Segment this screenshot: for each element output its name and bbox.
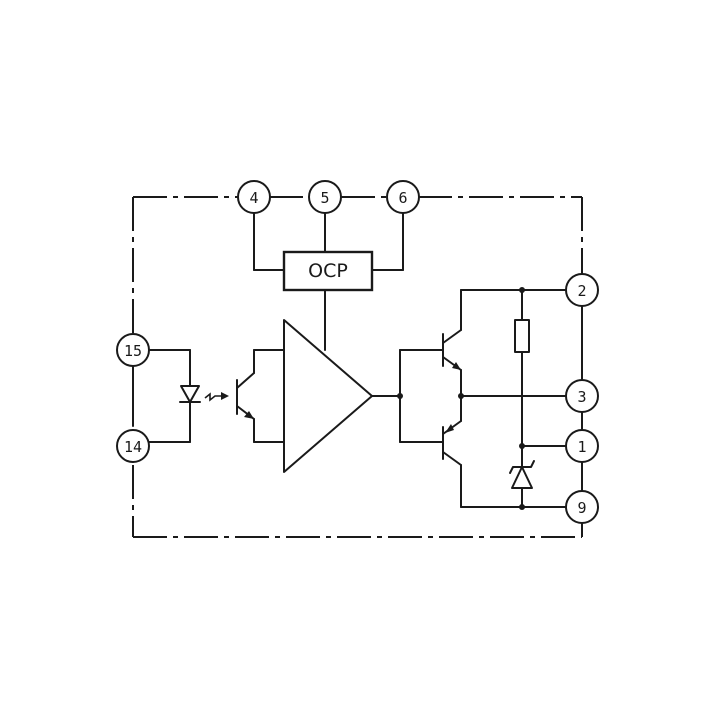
pin-15: 15 <box>116 333 150 367</box>
pin-2-label: 2 <box>577 282 586 300</box>
light-arrow-icon <box>204 392 223 402</box>
amplifier-triangle <box>283 319 373 473</box>
pin-14: 14 <box>116 429 150 463</box>
led <box>147 349 229 443</box>
pin-6-label: 6 <box>398 189 407 207</box>
pin-4-label: 4 <box>249 189 258 207</box>
amplifier <box>283 319 403 473</box>
pin-9-label: 9 <box>577 499 586 517</box>
ocp-label: OCP <box>308 260 348 282</box>
pin-1-label: 1 <box>577 438 586 456</box>
pin-1: 1 <box>565 429 599 463</box>
pin-5-label: 5 <box>320 189 329 207</box>
pin-6: 6 <box>386 180 420 214</box>
pin-2: 2 <box>565 273 599 307</box>
package-outline <box>132 196 583 538</box>
zener-triangle <box>511 466 533 489</box>
output-stage <box>399 289 568 508</box>
right-rail <box>460 287 583 510</box>
led-triangle <box>180 385 200 403</box>
pin-5: 5 <box>308 180 342 214</box>
ocp-box <box>282 250 374 292</box>
pin-15-label: 15 <box>124 342 142 360</box>
pin-3: 3 <box>565 379 599 413</box>
pin-3-label: 3 <box>577 388 586 406</box>
resistor <box>514 319 530 353</box>
ocp-block: OCP <box>253 212 404 351</box>
phototransistor <box>236 349 285 443</box>
pin-14-label: 14 <box>124 438 142 456</box>
pin-9: 9 <box>565 490 599 524</box>
pin-4: 4 <box>237 180 271 214</box>
